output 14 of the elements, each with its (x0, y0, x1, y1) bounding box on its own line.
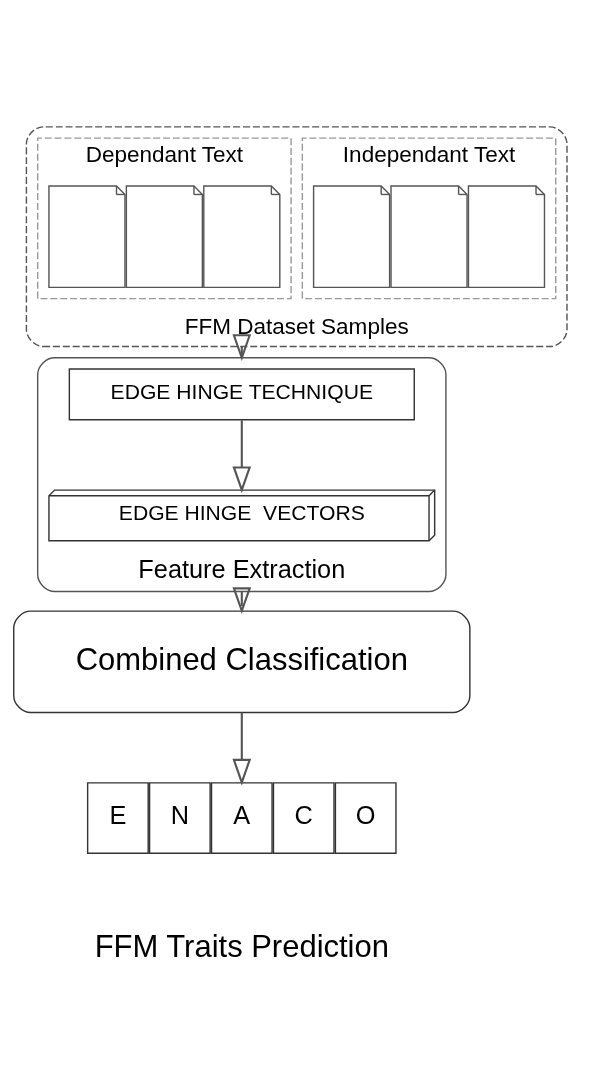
arrow (232, 333, 252, 361)
node-box: O (334, 781, 397, 854)
node-box: N (148, 781, 211, 854)
arrow (232, 712, 252, 786)
cluster: Independant Text (301, 136, 557, 299)
node-box: A (210, 781, 273, 854)
arrow (232, 586, 252, 614)
node-box: E (86, 781, 149, 854)
cluster: Dependant Text (36, 136, 292, 299)
node-box: Combined Classification (13, 609, 471, 713)
label: FFM Traits Prediction (94, 928, 389, 964)
arrow (232, 419, 252, 493)
node-box: EDGE HINGE TECHNIQUE (68, 367, 415, 420)
node-box: C (272, 781, 335, 854)
